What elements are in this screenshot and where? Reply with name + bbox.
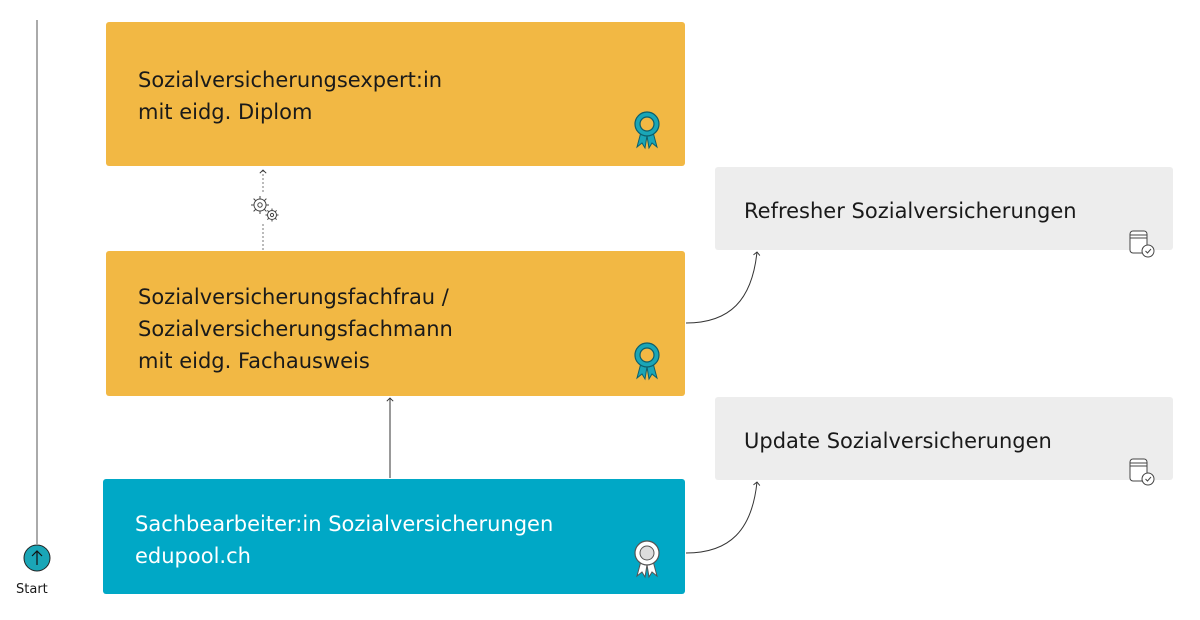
- node-diplom: Sozialversicherungsexpert:in mit eidg. D…: [106, 22, 685, 166]
- rosette-award-icon: [634, 111, 660, 150]
- node-fachausweis: Sozialversicherungsfachfrau / Sozialvers…: [106, 251, 685, 396]
- arrow-up-circle-icon: [23, 544, 51, 572]
- node-sachbearbeiter-line-1: Sachbearbeiter:in Sozialversicherungen: [135, 512, 554, 536]
- document-check-icon: [1129, 230, 1155, 258]
- node-fachausweis-label: Sozialversicherungsfachfrau / Sozialvers…: [138, 281, 453, 377]
- gears-icon: [251, 196, 279, 222]
- rosette-certificate-icon: [634, 540, 660, 579]
- node-diplom-line-1: Sozialversicherungsexpert:in: [138, 68, 443, 92]
- curve-to-update: [685, 481, 761, 554]
- node-refresher: Refresher Sozialversicherungen: [715, 167, 1173, 258]
- node-sachbearbeiter: Sachbearbeiter:in Sozialversicherungen e…: [103, 479, 685, 594]
- node-refresher-label: Refresher Sozialversicherungen: [744, 195, 1077, 227]
- node-sachbearbeiter-label: Sachbearbeiter:in Sozialversicherungen e…: [135, 508, 553, 572]
- node-diplom-line-2: mit eidg. Diplom: [138, 100, 313, 124]
- start-label: Start: [16, 582, 48, 597]
- node-update-label: Update Sozialversicherungen: [744, 425, 1052, 457]
- rosette-award-icon: [634, 342, 660, 381]
- document-check-icon: [1129, 458, 1155, 486]
- node-update: Update Sozialversicherungen: [715, 397, 1173, 486]
- node-diplom-label: Sozialversicherungsexpert:in mit eidg. D…: [138, 64, 442, 128]
- node-update-line-1: Update Sozialversicherungen: [744, 429, 1052, 453]
- node-sachbearbeiter-line-2: edupool.ch: [135, 544, 251, 568]
- node-fachausweis-line-2: Sozialversicherungsfachmann: [138, 317, 453, 341]
- node-refresher-line-1: Refresher Sozialversicherungen: [744, 199, 1077, 223]
- curve-to-refresher: [685, 251, 761, 324]
- node-fachausweis-line-3: mit eidg. Fachausweis: [138, 349, 370, 373]
- node-fachausweis-line-1: Sozialversicherungsfachfrau /: [138, 285, 449, 309]
